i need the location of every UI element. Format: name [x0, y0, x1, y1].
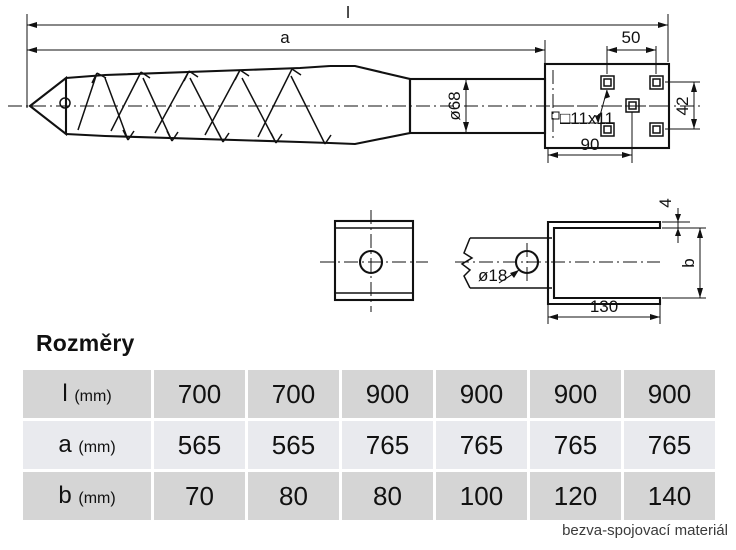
label-shaft-diameter: ø68 — [445, 91, 464, 120]
table-cell: 765 — [342, 421, 433, 469]
dimension-hole-spacing-horizontal: 50 — [606, 28, 657, 74]
table-cell: 765 — [624, 421, 715, 469]
table-cell: 900 — [342, 370, 433, 418]
row-header-b: b (mm) — [23, 472, 151, 520]
table-row: l (mm) 700 700 900 900 900 900 — [23, 370, 715, 418]
screw-tip — [28, 75, 71, 137]
dimensions-section: Rozměry l (mm) 700 700 900 900 900 900 a — [0, 330, 736, 523]
table-cell: 565 — [248, 421, 339, 469]
bolt-hole — [649, 122, 664, 137]
label-overall-length: l — [346, 3, 350, 22]
table-cell: 70 — [154, 472, 245, 520]
row-unit: (mm) — [78, 490, 116, 507]
table-row: b (mm) 70 80 80 100 120 140 — [23, 472, 715, 520]
table-cell: 140 — [624, 472, 715, 520]
row-unit: (mm) — [74, 388, 112, 405]
table-row: a (mm) 565 565 765 765 765 765 — [23, 421, 715, 469]
technical-drawing: l a ø68 — [8, 3, 706, 324]
row-header-l: l (mm) — [23, 370, 151, 418]
watermark: bezva-spojovací materiál — [562, 522, 728, 539]
bolt-hole — [600, 122, 615, 137]
dimensions-table: l (mm) 700 700 900 900 900 900 a (mm) 56… — [20, 367, 718, 523]
dimension-overall-length: l — [26, 3, 669, 108]
dimension-shaft-diameter: ø68 — [445, 80, 469, 132]
dimension-bracket-length: 130 — [547, 297, 661, 324]
table-cell: 700 — [248, 370, 339, 418]
screw-taper — [329, 64, 412, 146]
table-cell: 100 — [436, 472, 527, 520]
label-plate-length: 90 — [581, 135, 600, 154]
row-header-a: a (mm) — [23, 421, 151, 469]
table-cell: 700 — [154, 370, 245, 418]
page-title: Rozměry — [36, 330, 135, 356]
label-hole-diameter: ø18 — [478, 266, 507, 285]
section-view: ø18 130 4 b — [455, 198, 706, 324]
label-bracket-width: b — [679, 258, 698, 267]
table-cell: 120 — [530, 472, 621, 520]
dimension-wall-thickness: 4 — [656, 198, 690, 243]
row-unit: (mm) — [78, 439, 116, 456]
label-hole-spacing-vertical: 42 — [673, 97, 692, 116]
screw-thread — [77, 68, 332, 145]
table-cell: 765 — [530, 421, 621, 469]
table-cell: 80 — [248, 472, 339, 520]
callout-hole-diameter: ø18 — [478, 266, 520, 285]
table-cell: 565 — [154, 421, 245, 469]
label-bracket-length: 130 — [590, 297, 618, 316]
dimension-bracket-width: b — [662, 227, 706, 299]
dimension-thread-length: a — [27, 28, 546, 66]
table-cell: 765 — [436, 421, 527, 469]
label-wall-thickness: 4 — [656, 198, 675, 207]
label-hole-spacing-horizontal: 50 — [622, 28, 641, 47]
label-hole-size: □11x11 — [560, 109, 614, 128]
screw-shank — [65, 64, 331, 145]
bolt-hole — [649, 75, 664, 90]
dimension-hole-spacing-vertical: 42 — [665, 81, 700, 130]
row-label: l — [62, 380, 68, 407]
table-cell: 80 — [342, 472, 433, 520]
callout-hole-size: □11x11 — [551, 89, 614, 128]
table-cell: 900 — [436, 370, 527, 418]
dimension-plate-length: 90 — [547, 112, 633, 163]
table-cell: 900 — [624, 370, 715, 418]
row-label: b — [58, 482, 72, 509]
label-thread-length: a — [280, 28, 290, 47]
row-label: a — [58, 431, 72, 458]
table-cell: 900 — [530, 370, 621, 418]
bolt-hole — [600, 75, 615, 90]
end-view — [320, 210, 428, 312]
